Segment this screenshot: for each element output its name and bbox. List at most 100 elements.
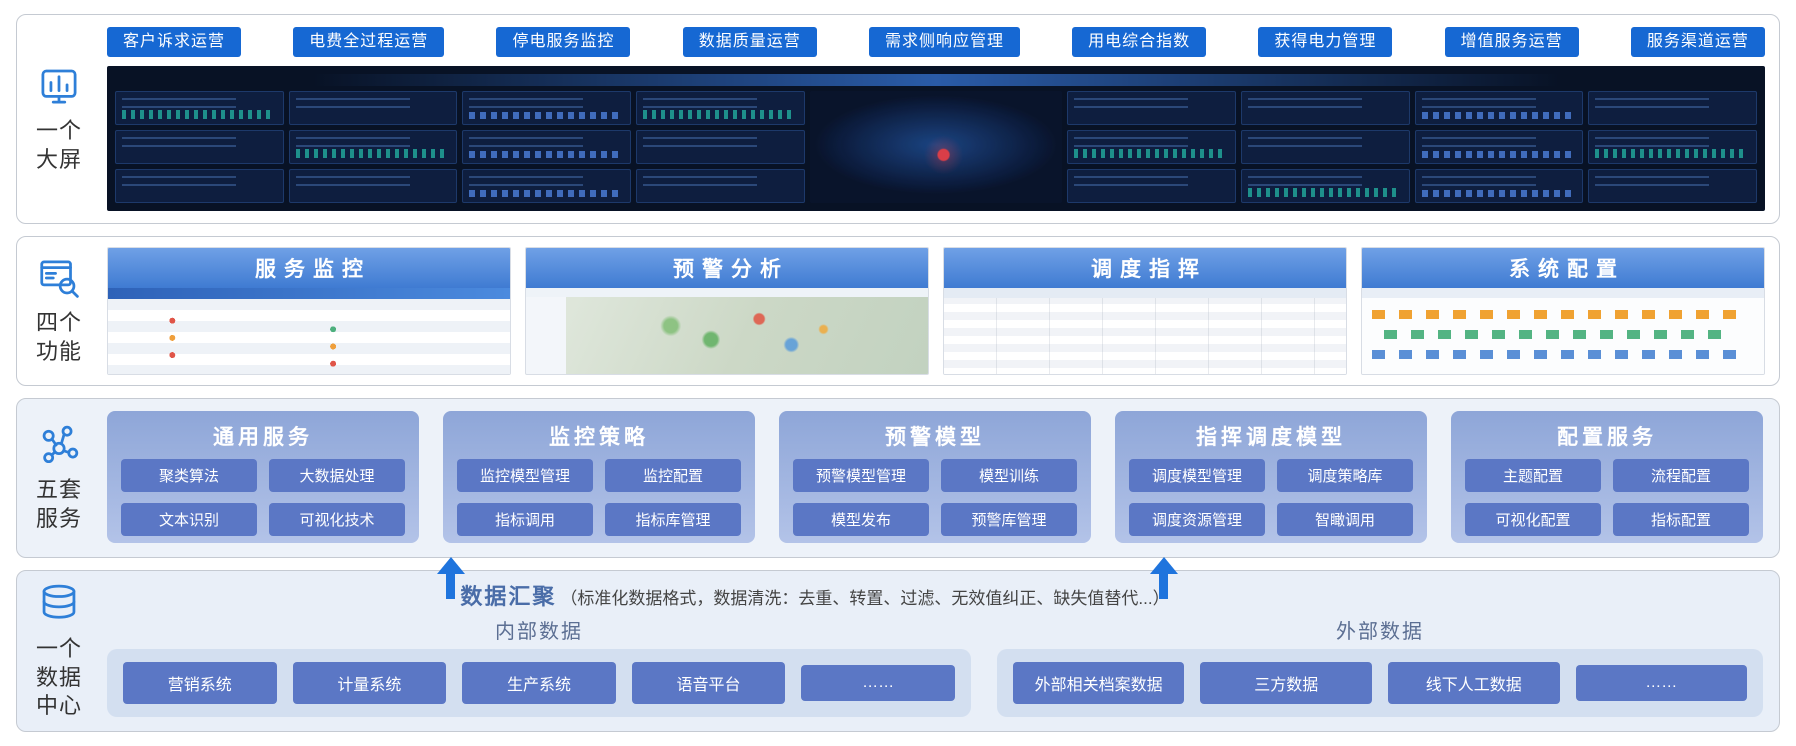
service-item-button[interactable]: 指标库管理 [605, 503, 741, 536]
service-item-button[interactable]: 大数据处理 [269, 459, 405, 492]
service-item-button[interactable]: 模型训练 [941, 459, 1077, 492]
service-item-button[interactable]: 调度策略库 [1277, 459, 1413, 492]
screen-module-button[interactable]: 电费全过程运营 [293, 27, 445, 57]
function-panel-title: 服务监控 [108, 248, 510, 288]
function-panel-thumbnail [108, 288, 510, 374]
dashboard-widget [1067, 91, 1237, 125]
data-source-button[interactable]: 外部相关档案数据 [1012, 662, 1185, 704]
dashboard-widget [288, 169, 458, 203]
service-item-button[interactable]: 可视化配置 [1465, 503, 1601, 536]
data-source-button[interactable]: 三方数据 [1200, 662, 1372, 704]
service-item-button[interactable]: 预警库管理 [941, 503, 1077, 536]
service-item-button[interactable]: 聚类算法 [121, 459, 257, 492]
function-panel-title: 系统配置 [1362, 248, 1764, 288]
internal-data-items: 营销系统 计量系统 生产系统 语音平台 …… [107, 649, 971, 717]
internal-data-label: 内部数据 [494, 621, 583, 643]
external-data-items: 外部相关档案数据 三方数据 线下人工数据 …… [996, 649, 1763, 717]
dashboard-widget [115, 169, 284, 203]
dashboard-widget [288, 130, 458, 164]
data-source-button[interactable]: 生产系统 [462, 662, 616, 704]
screen-module-button[interactable]: 需求侧响应管理 [868, 27, 1020, 57]
five-services-label-block: 五套 服务 [17, 399, 101, 557]
screen-module-button[interactable]: 停电服务监控 [496, 27, 631, 57]
dashboard-widget [462, 169, 631, 203]
service-group-title: 监控策略 [549, 426, 649, 449]
data-center-label-block: 一个 数据 中心 [17, 571, 101, 731]
service-item-button[interactable]: 指标配置 [1613, 503, 1749, 536]
data-source-button[interactable]: 语音平台 [631, 662, 786, 704]
service-group-general: 通用服务 聚类算法 大数据处理 文本识别 可视化技术 [107, 411, 419, 543]
dashboard-widget [115, 91, 284, 125]
data-source-button[interactable]: 计量系统 [292, 662, 447, 704]
service-group-dispatch: 指挥调度模型 调度模型管理 调度策略库 调度资源管理 智瞰调用 [1115, 411, 1427, 543]
service-group-title: 通用服务 [213, 426, 313, 449]
data-aggregation-title-main: 数据汇聚 [460, 584, 557, 609]
data-source-button[interactable]: 营销系统 [123, 662, 277, 704]
service-item-button[interactable]: 调度资源管理 [1129, 503, 1265, 536]
data-center-icon [42, 584, 76, 619]
service-item-button[interactable]: 文本识别 [121, 503, 257, 536]
data-source-button[interactable]: …… [1575, 665, 1748, 701]
function-panel-warning-analysis: 预警分析 [525, 247, 929, 375]
dashboard-widget [1241, 169, 1410, 203]
data-aggregation-title-note: （标准化数据格式，数据清洗：去重、转置、过滤、无效值纠正、缺失值替代...） [560, 589, 1170, 608]
service-item-button[interactable]: 指标调用 [457, 503, 593, 536]
service-group-warning: 预警模型 预警模型管理 模型训练 模型发布 预警库管理 [779, 411, 1091, 543]
screen-module-button[interactable]: 客户诉求运营 [107, 27, 242, 57]
dashboard-widget [1067, 169, 1237, 203]
dashboard-widget [1067, 130, 1237, 164]
dashboard-widget [462, 91, 631, 125]
four-functions-icon [40, 260, 79, 299]
screen-module-button[interactable]: 用电综合指数 [1072, 27, 1207, 57]
internal-data-group: 内部数据 营销系统 计量系统 生产系统 语音平台 …… [107, 613, 971, 717]
service-group-monitoring: 监控策略 监控模型管理 监控配置 指标调用 指标库管理 [443, 411, 755, 543]
screen-module-button[interactable]: 数据质量运营 [682, 27, 817, 57]
service-item-button[interactable]: 智瞰调用 [1277, 503, 1413, 536]
service-item-button[interactable]: 调度模型管理 [1129, 459, 1265, 492]
service-item-button[interactable]: 可视化技术 [269, 503, 405, 536]
screen-module-button[interactable]: 服务渠道运营 [1630, 27, 1765, 57]
big-screen-icon [41, 70, 77, 104]
dashboard-widget [1414, 169, 1584, 203]
function-panel-system-config: 系统配置 [1361, 247, 1765, 375]
five-services-icon [42, 426, 79, 464]
dashboard-widget [1414, 91, 1584, 125]
external-data-group: 外部数据 外部相关档案数据 三方数据 线下人工数据 …… [996, 613, 1763, 717]
service-group-config: 配置服务 主题配置 流程配置 可视化配置 指标配置 [1451, 411, 1763, 543]
function-panel-thumbnail [526, 288, 928, 374]
dashboard-widget [1588, 91, 1757, 125]
service-item-button[interactable]: 流程配置 [1613, 459, 1749, 492]
data-source-button[interactable]: …… [801, 665, 955, 701]
four-functions-label-block: 四个 功能 [17, 237, 101, 385]
dashboard-widget [1588, 169, 1757, 203]
dashboard-title-bar [115, 74, 1757, 86]
dashboard-widget [1241, 91, 1410, 125]
dashboard-widget [1588, 130, 1757, 164]
up-arrow-icon [437, 557, 465, 599]
service-group-title: 配置服务 [1557, 426, 1657, 449]
service-item-button[interactable]: 监控模型管理 [457, 459, 593, 492]
function-panel-dispatch-command: 调度指挥 [943, 247, 1347, 375]
screen-module-button[interactable]: 增值服务运营 [1444, 27, 1579, 57]
dashboard-widget [635, 130, 805, 164]
data-source-button[interactable]: 线下人工数据 [1387, 662, 1560, 704]
service-group-title: 预警模型 [885, 426, 985, 449]
dashboard-widget [1414, 130, 1584, 164]
function-panel-service-monitoring: 服务监控 [107, 247, 511, 375]
screen-module-button[interactable]: 获得电力管理 [1258, 27, 1393, 57]
dashboard-widget [462, 130, 631, 164]
screen-module-row: 客户诉求运营 电费全过程运营 停电服务监控 数据质量运营 需求侧响应管理 用电综… [107, 27, 1765, 57]
service-item-button[interactable]: 主题配置 [1465, 459, 1601, 492]
function-panel-thumbnail [944, 288, 1346, 374]
data-center-label: 一个 数据 中心 [35, 636, 82, 719]
band-big-screen: 一个 大屏 客户诉求运营 电费全过程运营 停电服务监控 数据质量运营 需求侧响应… [16, 14, 1780, 224]
function-panel-thumbnail [1362, 288, 1764, 374]
service-item-button[interactable]: 模型发布 [793, 503, 929, 536]
service-item-button[interactable]: 预警模型管理 [793, 459, 929, 492]
band-data-center: 一个 数据 中心 数据汇聚 （标准化数据格式，数据清洗：去重、转置、过滤、无效值… [16, 570, 1780, 732]
dashboard-widget [1241, 130, 1410, 164]
dashboard-widget [635, 91, 805, 125]
up-arrow-icon [1150, 557, 1178, 599]
service-item-button[interactable]: 监控配置 [605, 459, 741, 492]
